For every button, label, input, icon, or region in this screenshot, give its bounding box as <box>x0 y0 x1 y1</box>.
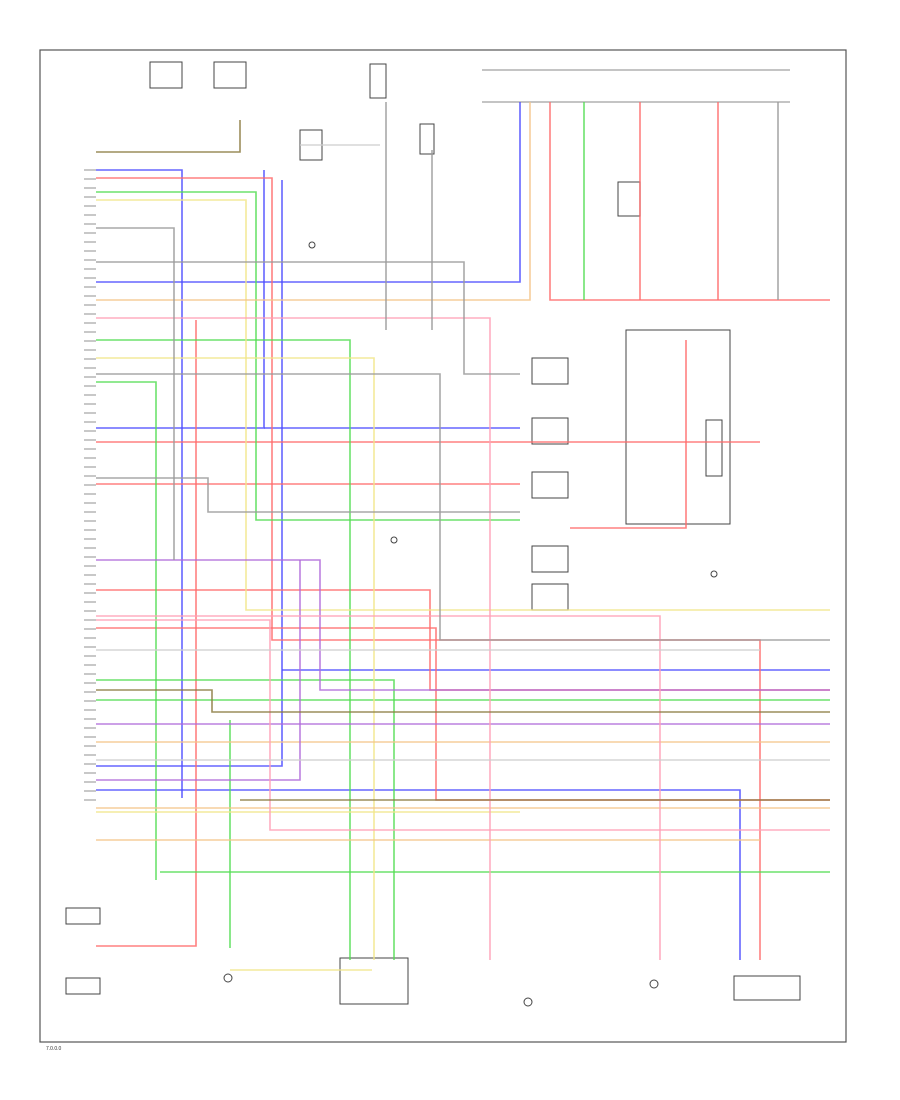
wire-blue-2 <box>96 102 521 283</box>
wire-green-19 <box>96 339 351 960</box>
wire-dark_olive-50 <box>96 120 241 153</box>
wire-dark_olive-51 <box>96 689 830 713</box>
wire-yellow-27 <box>96 357 375 960</box>
wire-network <box>96 102 830 971</box>
top-left-sensors <box>149 61 435 161</box>
wire-green-21 <box>96 679 395 960</box>
wire-blue-1 <box>96 169 183 798</box>
footer-code: 7.0.0.0 <box>46 1046 62 1052</box>
wire-pink-38 <box>96 619 830 831</box>
wire-grey-40 <box>96 227 175 560</box>
wire-green-18 <box>96 191 520 521</box>
wire-violet-36 <box>96 560 301 781</box>
wire-grey-41 <box>96 261 520 375</box>
wire-blue-3 <box>96 170 265 429</box>
wire-grey-43 <box>96 373 830 641</box>
wire-pink-37 <box>96 317 491 960</box>
top-bus <box>482 69 790 103</box>
wire-red-17 <box>570 340 687 529</box>
wire-yellow-26 <box>96 199 830 611</box>
wire-red-11 <box>96 627 830 801</box>
wire-red-8 <box>96 177 761 960</box>
wire-red-13 <box>549 102 830 301</box>
wire-green-20 <box>96 381 157 880</box>
relay-modules <box>531 181 731 611</box>
wire-grey-42 <box>96 477 520 513</box>
diagram-frame <box>39 49 847 1043</box>
ecm-connector-pins <box>84 169 96 801</box>
wire-blue-7 <box>96 789 741 960</box>
wire-peach-30 <box>96 102 531 301</box>
bottom-components <box>65 241 801 1007</box>
wire-pink-39 <box>96 615 661 960</box>
wire-blue-5 <box>96 180 283 767</box>
wire-violet-34 <box>96 559 830 691</box>
wire-red-12 <box>96 320 197 947</box>
